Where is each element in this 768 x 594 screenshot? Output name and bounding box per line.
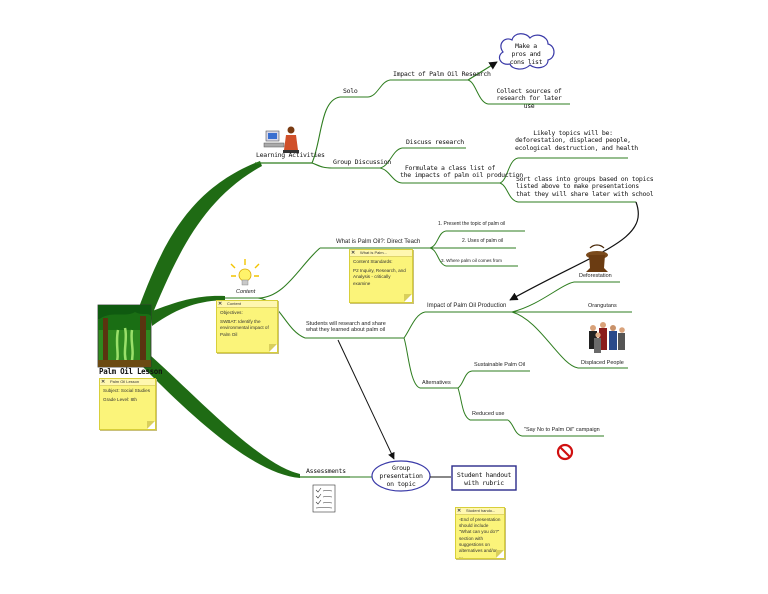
sort-class-label: Sort class into groups based on topics l… bbox=[516, 175, 654, 198]
pros-cons-label: Make a pros and cons list bbox=[509, 42, 543, 67]
uses-label: 2. Uses of palm oil bbox=[462, 238, 504, 244]
computer-user-icon bbox=[263, 126, 299, 153]
assessments-label: Assessments bbox=[306, 467, 346, 475]
student-handout-label: Student handout with rubric bbox=[456, 471, 512, 488]
impact-research-label: Impact of Palm Oil Research bbox=[393, 70, 491, 78]
people-group-icon bbox=[589, 322, 625, 353]
student-handout-node bbox=[451, 465, 517, 491]
checklist-icon bbox=[312, 484, 336, 513]
solo-label: Solo bbox=[343, 87, 358, 95]
learning-activities-label: Learning Activities bbox=[256, 151, 325, 159]
group-presentation-node bbox=[371, 460, 431, 492]
likely-topics-label: Likely topics will be: deforestation, di… bbox=[515, 129, 638, 152]
discuss-research-label: Discuss research bbox=[406, 138, 464, 146]
content-note[interactable]: ✕Content Objectives:SWBAT: Identify the … bbox=[216, 300, 278, 353]
close-note-icon[interactable]: ✕ bbox=[101, 379, 106, 385]
teach-note[interactable]: ✕What is Palm... Content Standards:P2 In… bbox=[349, 249, 413, 303]
rainforest-image bbox=[97, 304, 152, 368]
group-discussion-label: Group Discussion bbox=[333, 158, 391, 166]
lightbulb-icon bbox=[230, 259, 260, 286]
branch-assessments bbox=[142, 355, 300, 478]
collect-sources-label: Collect sources of research for later us… bbox=[496, 87, 562, 110]
reduced-use-label: Reduced use bbox=[472, 411, 505, 417]
close-note-icon[interactable]: ✕ bbox=[351, 250, 356, 256]
close-note-icon[interactable]: ✕ bbox=[218, 301, 223, 307]
what-is-palm-oil-label: What is Palm Oil?: Direct Teach bbox=[336, 239, 421, 245]
impact-production-label: Impact of Palm Oil Production bbox=[427, 303, 507, 309]
deforestation-label: Deforestation bbox=[579, 273, 612, 279]
orangutans-label: Orangutans bbox=[588, 303, 617, 309]
root-note[interactable]: ✕Palm Oil Lesson Subject: Social Studies… bbox=[99, 378, 156, 430]
where-label: 3. Where palm oil comes from bbox=[441, 258, 503, 263]
group-presentation-label: Group presentation on topic bbox=[379, 464, 423, 488]
branch-content bbox=[150, 295, 225, 326]
tree-stump-icon bbox=[586, 244, 608, 272]
present-topic-label: 1. Present the topic of palm oil bbox=[438, 221, 506, 227]
handout-note[interactable]: ✕Student hando... -End of presentation s… bbox=[455, 507, 505, 559]
root-title: Palm Oil Lesson bbox=[99, 367, 163, 376]
formulate-label: Formulate a class list of the impacts of… bbox=[400, 164, 523, 180]
close-note-icon[interactable]: ✕ bbox=[457, 508, 462, 514]
branch-learning-activities bbox=[135, 161, 262, 320]
sustainable-palm-oil-label: Sustainable Palm Oil bbox=[474, 362, 526, 368]
displaced-people-label: Displaced People bbox=[581, 360, 624, 366]
alternatives-label: Alternatives bbox=[422, 380, 451, 386]
content-label: Content bbox=[236, 289, 256, 295]
no-sign-icon bbox=[556, 443, 574, 461]
say-no-campaign-label: "Say No to Palm Oil" campaign bbox=[524, 427, 600, 433]
pros-cons-cloud bbox=[498, 33, 555, 70]
students-research-label: Students will research and share what th… bbox=[306, 321, 386, 334]
